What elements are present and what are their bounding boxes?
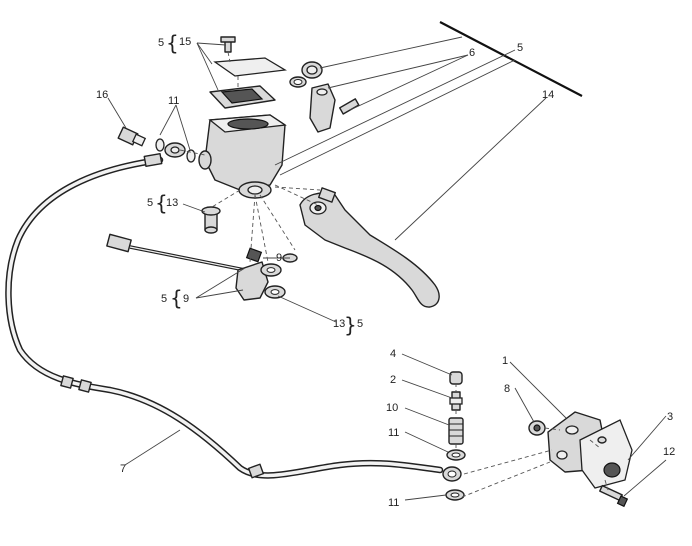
callout-9-left: 9 xyxy=(183,293,189,305)
pivot-pin-13 xyxy=(201,206,221,234)
clamp-bracket xyxy=(309,83,360,133)
cover-plate-3 xyxy=(579,419,633,489)
brace-9: { xyxy=(170,286,183,310)
callout-13: 13 xyxy=(166,197,178,209)
callout-8: 8 xyxy=(504,383,510,395)
clutch-lever xyxy=(299,187,440,308)
callout-1: 1 xyxy=(502,355,508,367)
callout-5-top-right: 5 xyxy=(517,42,523,54)
callout-12: 12 xyxy=(663,446,675,458)
callout-9-mid: 9 xyxy=(276,252,282,264)
clutch-hose xyxy=(5,152,444,479)
master-cylinder-body xyxy=(198,114,287,199)
callout-5-13: 5 xyxy=(147,197,153,209)
seal-ring-6 xyxy=(289,61,323,88)
brace-15: { xyxy=(166,31,179,55)
brace-13: { xyxy=(155,191,168,215)
callout-11-bottom: 11 xyxy=(388,497,399,509)
assembly-dashed-lines xyxy=(179,51,609,498)
callout-4: 4 xyxy=(390,348,396,360)
switch-rod xyxy=(106,233,256,274)
banjo-fitting xyxy=(155,138,196,163)
hose-end-fitting xyxy=(442,466,462,482)
brace-13-right: } xyxy=(344,313,357,337)
bleed-nipple-8 xyxy=(528,420,546,436)
reservoir-cap xyxy=(209,36,287,109)
banjo-bolt-10 xyxy=(448,417,464,445)
callout-6: 6 xyxy=(469,47,475,59)
callout-16: 16 xyxy=(96,89,108,101)
callout-7: 7 xyxy=(120,463,126,475)
reference-rod xyxy=(439,21,583,97)
callout-11-top: 11 xyxy=(168,95,179,107)
callout-14: 14 xyxy=(542,89,554,101)
bleeder-valve-2 xyxy=(449,391,463,411)
callout-5-9: 5 xyxy=(161,293,167,305)
callout-5-13-right: 5 xyxy=(357,318,363,330)
callout-13-right: 13 xyxy=(333,318,345,330)
banjo-bolt-16 xyxy=(117,126,147,147)
callout-11-mid: 11 xyxy=(388,427,399,439)
crush-washer-11-mid xyxy=(446,449,466,461)
callout-2: 2 xyxy=(390,374,396,386)
callout-15: 15 xyxy=(179,36,191,48)
callout-3: 3 xyxy=(667,411,673,423)
crush-washer-11-bottom xyxy=(445,489,465,501)
callout-10: 10 xyxy=(386,402,398,414)
bleeder-cap-4 xyxy=(449,371,463,385)
leader-lines xyxy=(107,36,667,501)
callout-5-15: 5 xyxy=(158,37,164,49)
screw-12 xyxy=(599,484,629,508)
